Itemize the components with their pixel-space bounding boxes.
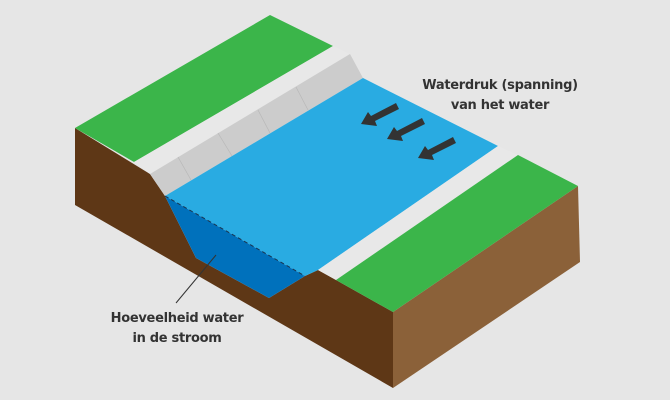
water-volume [165, 196, 305, 298]
left-path [134, 46, 350, 174]
bank-segment-lines [177, 86, 309, 181]
pressure-arrows [361, 103, 456, 160]
water-surface-edge-dashed [164, 195, 306, 277]
pressure-arrow-icon [387, 118, 425, 141]
volume-label: Hoeveelheid water in de stroom [87, 309, 267, 349]
left-grass [75, 15, 333, 162]
pressure-arrow-icon [361, 103, 399, 126]
river-bank [150, 54, 363, 196]
pressure-label-line1: Waterdruk (spanning) [422, 78, 578, 93]
pressure-label: Waterdruk (spanning) van het water [400, 76, 600, 116]
soil-front-face [75, 128, 393, 388]
volume-leader-line [175, 254, 217, 304]
right-grass [336, 155, 578, 312]
pressure-arrow-icon [418, 137, 456, 160]
soil-side-face [393, 186, 580, 388]
volume-label-line1: Hoeveelheid water [110, 311, 244, 326]
volume-label-line2: in de stroom [132, 331, 222, 346]
pressure-label-line2: van het water [450, 98, 550, 113]
right-path [318, 146, 518, 280]
